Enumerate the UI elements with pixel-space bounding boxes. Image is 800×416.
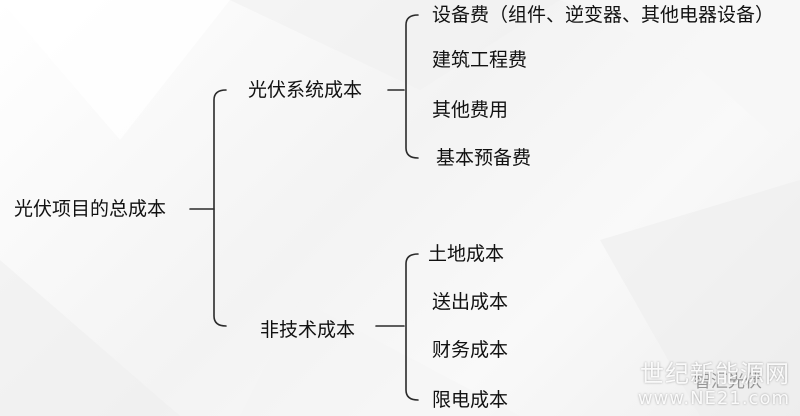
leaf-node-basic-reserve: 基本预备费: [436, 147, 532, 169]
leaf-node-equipment-cost: 设备费（组件、逆变器、其他电器设备）: [432, 4, 775, 26]
leaf-node-financial-cost: 财务成本: [432, 339, 509, 361]
watermark-url: www.NE21.com: [637, 388, 790, 409]
branch-node-pv-system-cost: 光伏系统成本: [248, 79, 363, 101]
leaf-node-curtailment-cost: 限电成本: [432, 389, 509, 411]
leaf-node-other-costs: 其他费用: [432, 99, 509, 121]
watermark-site-name: 世纪新能源网: [640, 360, 790, 388]
branch1-bracket: [405, 14, 419, 159]
leaf-node-construction-cost: 建筑工程费: [432, 49, 528, 71]
root-node: 光伏项目的总成本: [14, 198, 167, 220]
leaf-node-transmission-cost: 送出成本: [432, 291, 509, 313]
leaf-node-land-cost: 土地成本: [428, 243, 505, 265]
branch-node-non-technical-cost: 非技术成本: [260, 319, 356, 341]
watermark: 智汇光伏 世纪新能源网 www.NE21.com: [620, 360, 790, 412]
watermark-overlay-text: 智汇光伏: [694, 372, 762, 392]
branch2-bracket: [405, 253, 419, 401]
main-bracket: [213, 89, 227, 327]
